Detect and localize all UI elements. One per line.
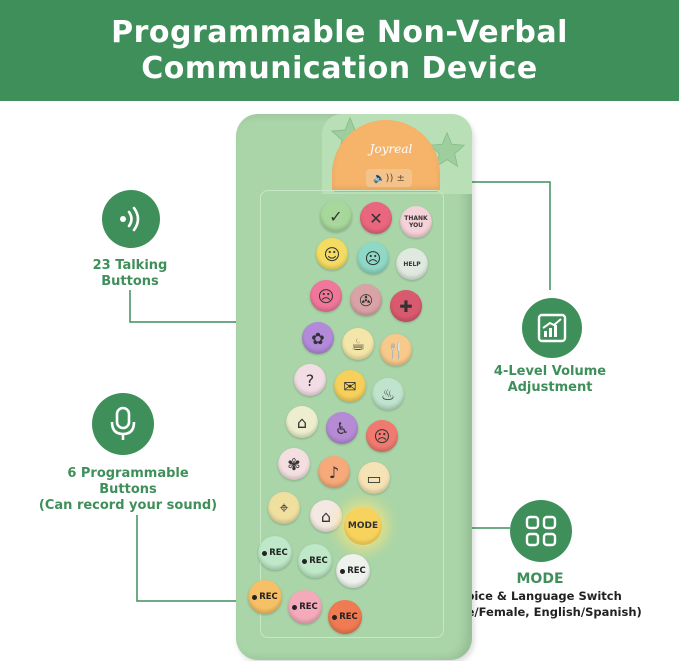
- brand-logo: Joyreal: [369, 142, 413, 156]
- happy-button[interactable]: ☺: [316, 238, 348, 270]
- rec-button[interactable]: REC: [328, 600, 362, 634]
- talking-buttons-label: 23 Talking Buttons: [92, 258, 168, 289]
- check-button[interactable]: ✓: [320, 200, 352, 232]
- rec-button[interactable]: REC: [248, 580, 282, 614]
- music-button[interactable]: ♪: [318, 456, 350, 488]
- teddy-button[interactable]: ✾: [278, 448, 310, 480]
- place-button[interactable]: ⌖: [268, 492, 300, 524]
- rec-button[interactable]: REC: [298, 544, 332, 578]
- volume-control[interactable]: 🔈)) ±: [366, 169, 412, 187]
- bath-button[interactable]: ♨: [372, 378, 404, 410]
- star-icon: [428, 131, 466, 168]
- thank-you-button[interactable]: THANK YOU: [400, 206, 432, 238]
- title-banner: Programmable Non-Verbal Communication De…: [0, 0, 679, 101]
- toilet-button[interactable]: ⌂: [286, 406, 318, 438]
- sit-button[interactable]: ♿: [326, 412, 358, 444]
- mode-label: MODE Voice & Language Switch (Male/Femal…: [438, 571, 642, 619]
- speak-button[interactable]: ✉: [334, 370, 366, 402]
- home-button[interactable]: ⌂: [310, 500, 342, 532]
- communication-device: Joyreal 🔈)) ± ✓ ✕ THANK YOU ☺ ☹ HELP ☹ ✇…: [236, 114, 472, 660]
- mode-button[interactable]: MODE: [344, 507, 382, 545]
- hurt-button[interactable]: ✚: [390, 290, 422, 322]
- volume-connector: [440, 181, 551, 290]
- volume-chart-icon: [522, 298, 582, 358]
- help-button[interactable]: HELP: [396, 248, 428, 280]
- grid-icon: [510, 500, 572, 562]
- sound-waves-icon: [102, 190, 160, 248]
- no-button[interactable]: ✕: [360, 202, 392, 234]
- toy-button[interactable]: ✿: [302, 322, 334, 354]
- angry-button[interactable]: ☹: [310, 280, 342, 312]
- sad-button[interactable]: ☹: [357, 242, 389, 274]
- rec-button[interactable]: REC: [288, 590, 322, 624]
- volume-label: 4-Level Volume Adjustment: [493, 364, 607, 395]
- tv-button[interactable]: ▭: [358, 462, 390, 494]
- question-button[interactable]: ?: [294, 364, 326, 396]
- tired-button[interactable]: ☹: [366, 420, 398, 452]
- rec-button[interactable]: REC: [336, 554, 370, 588]
- title-line-1: Programmable Non-Verbal: [111, 14, 568, 50]
- programmable-buttons-label: 6 Programmable Buttons (Can record your …: [38, 466, 218, 513]
- drink-button[interactable]: ☕: [342, 328, 374, 360]
- go-button[interactable]: ✇: [350, 284, 382, 316]
- rec-button[interactable]: REC: [258, 536, 292, 570]
- title-line-2: Communication Device: [141, 50, 538, 86]
- eat-button[interactable]: 🍴: [380, 334, 412, 366]
- microphone-icon: [92, 393, 154, 455]
- button-panel: [260, 190, 444, 638]
- programmable-connector: [136, 515, 258, 602]
